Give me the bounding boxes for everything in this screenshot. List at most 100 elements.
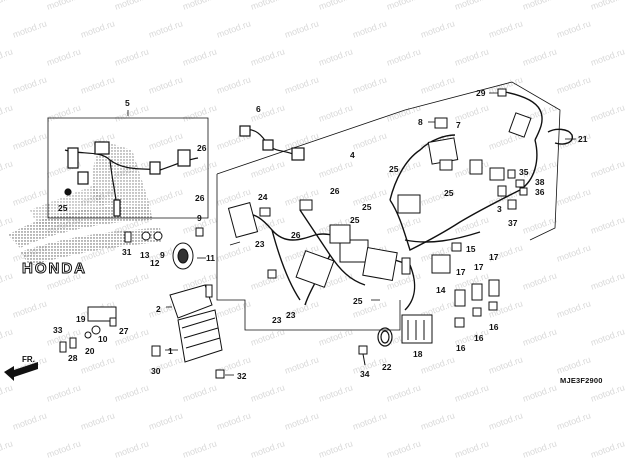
watermark-text: motod.ru bbox=[555, 410, 592, 432]
watermark-text: motod.ru bbox=[453, 214, 490, 236]
watermark-text: motod.ru bbox=[419, 354, 456, 376]
callout-3: 3 bbox=[497, 204, 502, 214]
watermark-text: motod.ru bbox=[521, 326, 558, 348]
watermark-text: motod.ru bbox=[453, 0, 490, 12]
callout-25-d: 25 bbox=[362, 202, 372, 212]
watermark-text: motod.ru bbox=[521, 46, 558, 68]
callout-17-a: 17 bbox=[456, 267, 466, 277]
watermark-text: motod.ru bbox=[589, 158, 625, 180]
watermark-text: motod.ru bbox=[11, 186, 48, 208]
callout-25-a: 25 bbox=[58, 203, 68, 213]
watermark-text: motod.ru bbox=[351, 410, 388, 432]
callout-27: 27 bbox=[119, 326, 129, 336]
callout-1: 1 bbox=[168, 346, 173, 356]
callout-23-b: 23 bbox=[272, 315, 282, 325]
watermark-text: motod.ru bbox=[283, 354, 320, 376]
watermark-text: motod.ru bbox=[555, 18, 592, 40]
watermark-text: motod.ru bbox=[79, 74, 116, 96]
watermark-text: motod.ru bbox=[11, 18, 48, 40]
watermark-text: motod.ru bbox=[589, 382, 625, 404]
callout-23-a: 23 bbox=[255, 239, 265, 249]
watermark-text: motod.ru bbox=[249, 102, 286, 124]
clamp-21 bbox=[547, 128, 573, 145]
watermark-text: motod.ru bbox=[249, 326, 286, 348]
watermark-text: motod.ru bbox=[589, 0, 625, 12]
watermark-text: motod.ru bbox=[317, 382, 354, 404]
callout-25-b: 25 bbox=[389, 164, 399, 174]
small-parts-left bbox=[124, 227, 204, 243]
watermark-text: motod.ru bbox=[419, 18, 456, 40]
callout-28: 28 bbox=[68, 353, 78, 363]
watermark-text: motod.ru bbox=[11, 298, 48, 320]
watermark-text: motod.ru bbox=[555, 74, 592, 96]
watermark-text: motod.ru bbox=[487, 354, 524, 376]
callout-16-a: 16 bbox=[456, 343, 466, 353]
watermark-text: motod.ru bbox=[113, 46, 150, 68]
watermark-text: motod.ru bbox=[521, 0, 558, 12]
honda-logo-text: HONDA bbox=[22, 260, 87, 277]
watermark-text: motod.ru bbox=[317, 438, 354, 460]
relays-fuses bbox=[431, 242, 500, 328]
callout-33: 33 bbox=[53, 325, 63, 335]
watermark-text: motod.ru bbox=[385, 0, 422, 12]
callout-30: 30 bbox=[151, 366, 161, 376]
connector-8 bbox=[434, 117, 448, 129]
watermark-text: motod.ru bbox=[385, 46, 422, 68]
callout-11: 11 bbox=[206, 253, 215, 263]
callout-20: 20 bbox=[85, 346, 95, 356]
watermark-text: motod.ru bbox=[589, 102, 625, 124]
watermark-text: motod.ru bbox=[283, 74, 320, 96]
watermark-text: motod.ru bbox=[0, 102, 14, 124]
callout-9-a: 9 bbox=[197, 213, 202, 223]
watermark-text: motod.ru bbox=[249, 382, 286, 404]
watermark-text: motod.ru bbox=[113, 382, 150, 404]
watermark-text: motod.ru bbox=[351, 130, 388, 152]
watermark-text: motod.ru bbox=[147, 18, 184, 40]
watermark-text: motod.ru bbox=[45, 0, 82, 12]
watermark-text: motod.ru bbox=[215, 74, 252, 96]
callout-2: 2 bbox=[156, 304, 161, 314]
callout-24: 24 bbox=[258, 192, 268, 202]
watermark-text: motod.ru bbox=[79, 354, 116, 376]
watermark-text: motod.ru bbox=[113, 102, 150, 124]
watermark-text: motod.ru bbox=[589, 214, 625, 236]
watermark-text: motod.ru bbox=[215, 18, 252, 40]
watermark-text: motod.ru bbox=[453, 382, 490, 404]
watermark-text: motod.ru bbox=[11, 74, 48, 96]
watermark-text: motod.ru bbox=[589, 326, 625, 348]
callout-15: 15 bbox=[466, 244, 476, 254]
callout-18: 18 bbox=[413, 349, 423, 359]
watermark-text: motod.ru bbox=[249, 438, 286, 460]
watermark-text: motod.ru bbox=[589, 438, 625, 460]
watermark-text: motod.ru bbox=[181, 102, 218, 124]
watermark-text: motod.ru bbox=[45, 102, 82, 124]
watermark-text: motod.ru bbox=[11, 130, 48, 152]
watermark-text: motod.ru bbox=[45, 438, 82, 460]
watermark-text: motod.ru bbox=[0, 158, 14, 180]
watermark-text: motod.ru bbox=[589, 46, 625, 68]
watermark-text: motod.ru bbox=[385, 102, 422, 124]
harness-connectors bbox=[227, 112, 532, 288]
watermark-text: motod.ru bbox=[215, 298, 252, 320]
watermark-text: motod.ru bbox=[11, 410, 48, 432]
watermark-text: motod.ru bbox=[0, 0, 14, 12]
leader-lines bbox=[165, 92, 576, 376]
watermark-text: motod.ru bbox=[453, 46, 490, 68]
watermark-text: motod.ru bbox=[215, 410, 252, 432]
watermark-text: motod.ru bbox=[317, 102, 354, 124]
bolt-34 bbox=[358, 345, 368, 366]
watermark-text: motod.ru bbox=[147, 74, 184, 96]
watermark-text: motod.ru bbox=[45, 382, 82, 404]
watermark-text: motod.ru bbox=[181, 438, 218, 460]
front-direction-label: FR. bbox=[22, 355, 35, 364]
watermark-text: motod.ru bbox=[0, 326, 14, 348]
watermark-text: motod.ru bbox=[419, 74, 456, 96]
watermark-text: motod.ru bbox=[487, 410, 524, 432]
watermark-text: motod.ru bbox=[521, 270, 558, 292]
callout-10: 10 bbox=[98, 334, 108, 344]
front-direction-arrow bbox=[4, 362, 38, 381]
watermark-text: motod.ru bbox=[555, 242, 592, 264]
watermark-text: motod.ru bbox=[113, 270, 150, 292]
